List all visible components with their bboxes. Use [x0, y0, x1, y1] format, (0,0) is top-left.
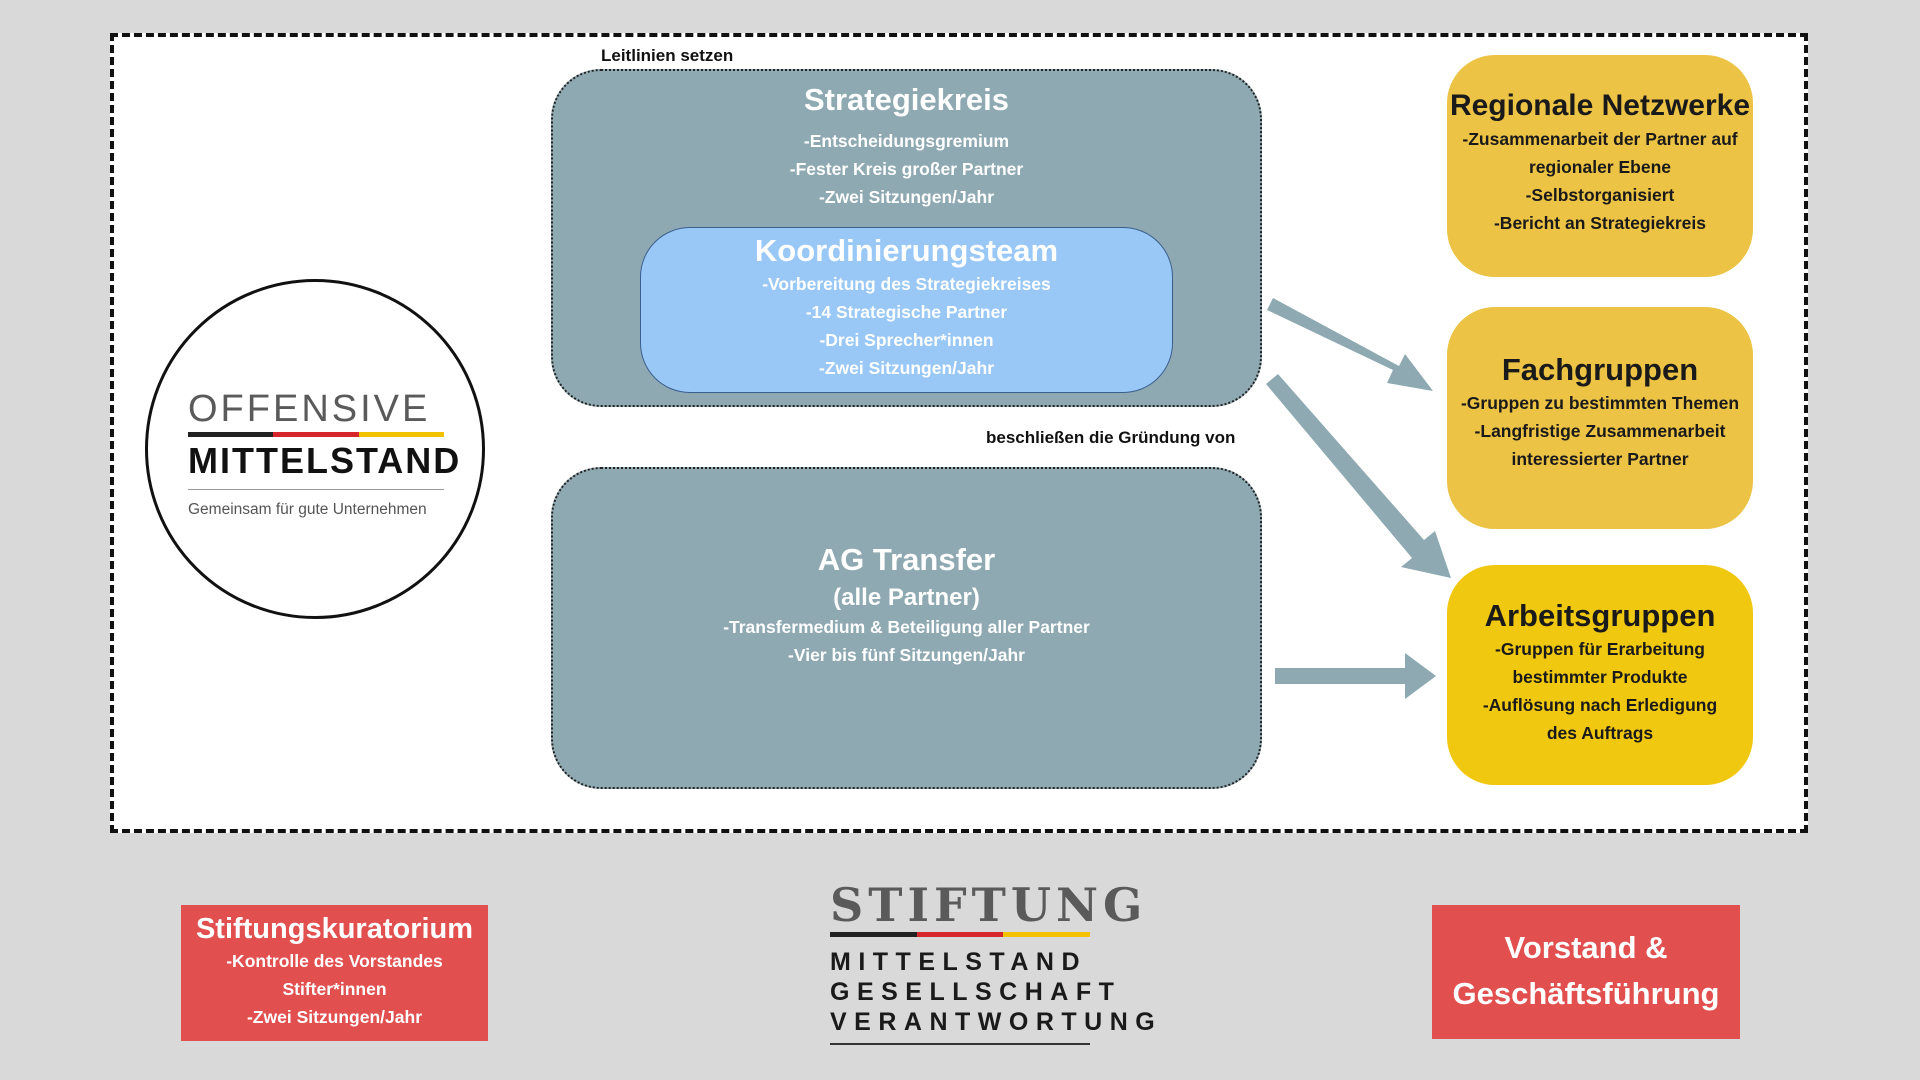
- koordinierungsteam-line: -Vorbereitung des Strategiekreises: [762, 274, 1051, 294]
- arbeitsgruppen-title: Arbeitsgruppen: [1484, 598, 1716, 633]
- fachgruppen-title: Fachgruppen: [1501, 352, 1699, 387]
- stiftungskuratorium-line: Stifter*innen: [282, 979, 387, 999]
- stiftungskuratorium-line: -Kontrolle des Vorstandes: [226, 951, 443, 971]
- stiftungskuratorium-box: Stiftungskuratorium -Kontrolle des Vorst…: [181, 905, 488, 1041]
- fachgruppen-box: Fachgruppen -Gruppen zu bestimmten Theme…: [1447, 307, 1753, 529]
- koordinierungsteam-box: Koordinierungsteam -Vorbereitung des Str…: [640, 227, 1173, 393]
- strategiekreis-title: Strategiekreis: [803, 82, 1010, 117]
- fachgruppen-line: -Langfristige Zusammenarbeit: [1474, 421, 1726, 441]
- strategiekreis-line: -Entscheidungsgremium: [803, 131, 1010, 151]
- vorstand-line: Vorstand &: [1504, 930, 1668, 965]
- koordinierungsteam-title: Koordinierungsteam: [754, 233, 1059, 268]
- arbeitsgruppen-line: des Auftrags: [1546, 723, 1654, 743]
- arrow-to-arbeitsgruppen: [1266, 374, 1451, 578]
- ag-transfer-title: AG Transfer: [817, 542, 996, 577]
- logo-mittelstand-word: MITTELSTAND: [188, 440, 462, 481]
- stiftung-logo: STIFTUNG MITTELSTAND GESELLSCHAFT VERANT…: [830, 878, 1163, 1045]
- regionale-netzwerke-line: -Selbstorganisiert: [1525, 185, 1675, 205]
- regionale-netzwerke-title: Regionale Netzwerke: [1449, 89, 1751, 122]
- leitlinien-label: Leitlinien setzen: [601, 46, 734, 65]
- ag-transfer-line: -Vier bis fünf Sitzungen/Jahr: [788, 645, 1025, 665]
- koordinierungsteam-line: -14 Strategische Partner: [805, 302, 1008, 322]
- beschliessen-label: beschließen die Gründung von: [986, 428, 1236, 447]
- fachgruppen-line: -Gruppen zu bestimmten Themen: [1460, 393, 1740, 413]
- logo-divider: [188, 489, 444, 490]
- arbeitsgruppen-line: bestimmter Produkte: [1512, 667, 1688, 687]
- vorstand-box: Vorstand & Geschäftsführung: [1432, 905, 1740, 1039]
- strategiekreis-line: -Zwei Sitzungen/Jahr: [818, 187, 995, 207]
- regionale-netzwerke-line: -Bericht an Strategiekreis: [1493, 213, 1707, 233]
- offensive-mittelstand-logo: OFFENSIVE MITTELSTAND Gemeinsam für gute…: [145, 279, 485, 619]
- arbeitsgruppen-box: Arbeitsgruppen -Gruppen für Erarbeitung …: [1447, 565, 1753, 785]
- stiftung-logo-line: GESELLSCHAFT: [830, 978, 1122, 1006]
- regionale-netzwerke-line: -Zusammenarbeit der Partner auf: [1462, 129, 1738, 149]
- regionale-netzwerke-box: Regionale Netzwerke -Zusammenarbeit der …: [1447, 55, 1753, 277]
- arbeitsgruppen-line: -Gruppen für Erarbeitung: [1495, 639, 1705, 659]
- arrow-to-fachgruppen: [1267, 298, 1433, 391]
- german-flag-stripe: [188, 432, 444, 437]
- logo-tagline: Gemeinsam für gute Unternehmen: [188, 501, 427, 518]
- ag-transfer-line: -Transfermedium & Beteiligung aller Part…: [723, 617, 1090, 637]
- koordinierungsteam-line: -Zwei Sitzungen/Jahr: [818, 358, 995, 378]
- ag-transfer-subtitle: (alle Partner): [833, 584, 980, 611]
- regionale-netzwerke-line: regionaler Ebene: [1529, 157, 1671, 177]
- stiftung-logo-rule: [830, 1043, 1090, 1045]
- arbeitsgruppen-line: -Auflösung nach Erledigung: [1482, 695, 1718, 715]
- stiftung-logo-line: MITTELSTAND: [830, 948, 1088, 976]
- stiftungskuratorium-line: -Zwei Sitzungen/Jahr: [246, 1007, 423, 1027]
- stiftung-logo-line: VERANTWORTUNG: [830, 1008, 1163, 1036]
- german-flag-stripe: [830, 932, 1091, 937]
- logo-offensive-word: OFFENSIVE: [188, 388, 431, 430]
- arrow-ag-transfer-to-arbeitsgruppen: [1275, 653, 1436, 699]
- strategiekreis-line: -Fester Kreis großer Partner: [789, 159, 1024, 179]
- stiftung-logo-title: STIFTUNG: [830, 878, 1148, 932]
- ag-transfer-box: AG Transfer (alle Partner) -Transfermedi…: [551, 467, 1262, 789]
- fachgruppen-line: interessierter Partner: [1511, 449, 1689, 469]
- koordinierungsteam-line: -Drei Sprecher*innen: [819, 330, 994, 350]
- stiftungskuratorium-title: Stiftungskuratorium: [195, 913, 474, 945]
- vorstand-line: Geschäftsführung: [1452, 976, 1720, 1011]
